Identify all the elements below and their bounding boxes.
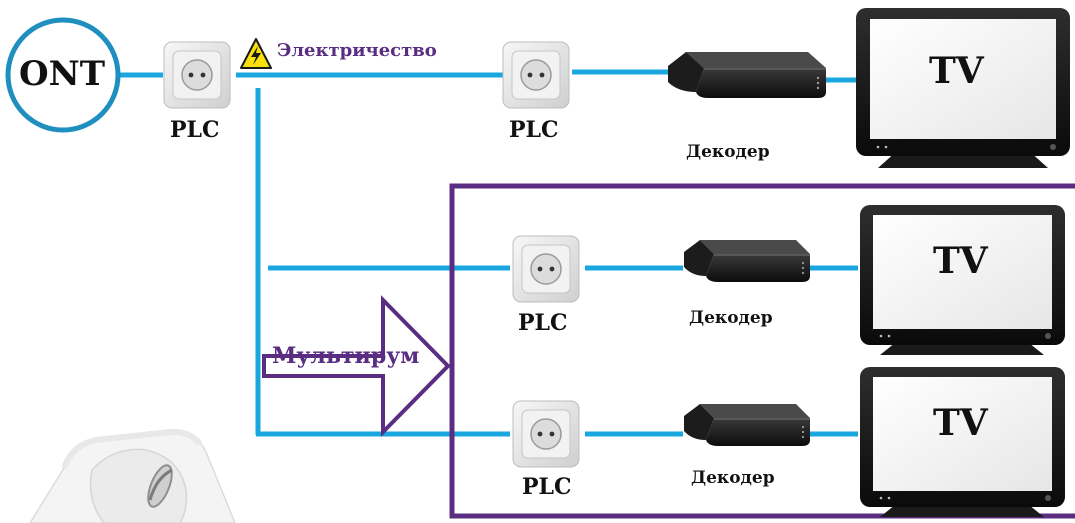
plc-label-4: PLC <box>522 474 572 500</box>
decoder-label-1: Декодер <box>686 142 770 162</box>
multiroom-label: Мультирум <box>272 343 420 369</box>
outlet-icon <box>181 59 213 91</box>
decoder-device-1 <box>668 52 826 98</box>
electricity-label: Электричество <box>277 40 437 61</box>
plc-socket-3 <box>512 235 580 303</box>
multiroom-frame <box>449 183 1075 519</box>
plc-label-2: PLC <box>509 117 559 143</box>
decoder-device-2 <box>684 240 810 282</box>
outlet-icon <box>530 418 562 450</box>
plc-socket-4 <box>512 400 580 468</box>
tv-device-2 <box>860 205 1065 355</box>
plc-socket-1 <box>163 41 231 109</box>
tv-device-3 <box>860 367 1065 517</box>
plc-socket-2 <box>502 41 570 109</box>
ont-device <box>5 17 121 133</box>
tv-label-2: TV <box>933 240 988 282</box>
decoder-label-3: Декодер <box>691 468 775 488</box>
decoder-label-2: Декодер <box>689 308 773 328</box>
plc-label-3: PLC <box>518 310 568 336</box>
outlet-icon <box>520 59 552 91</box>
tv-label-3: TV <box>933 402 988 444</box>
outlet-icon <box>530 253 562 285</box>
tv-device-1 <box>856 8 1070 168</box>
multiroom-arrow <box>262 295 451 437</box>
decoder-device-3 <box>684 404 810 446</box>
high-voltage-warning-icon <box>240 38 272 69</box>
plc-label-1: PLC <box>170 117 220 143</box>
plc-adapter-device-photo <box>29 428 236 523</box>
tv-label-1: TV <box>929 50 984 92</box>
ont-label: ONT <box>19 54 105 94</box>
